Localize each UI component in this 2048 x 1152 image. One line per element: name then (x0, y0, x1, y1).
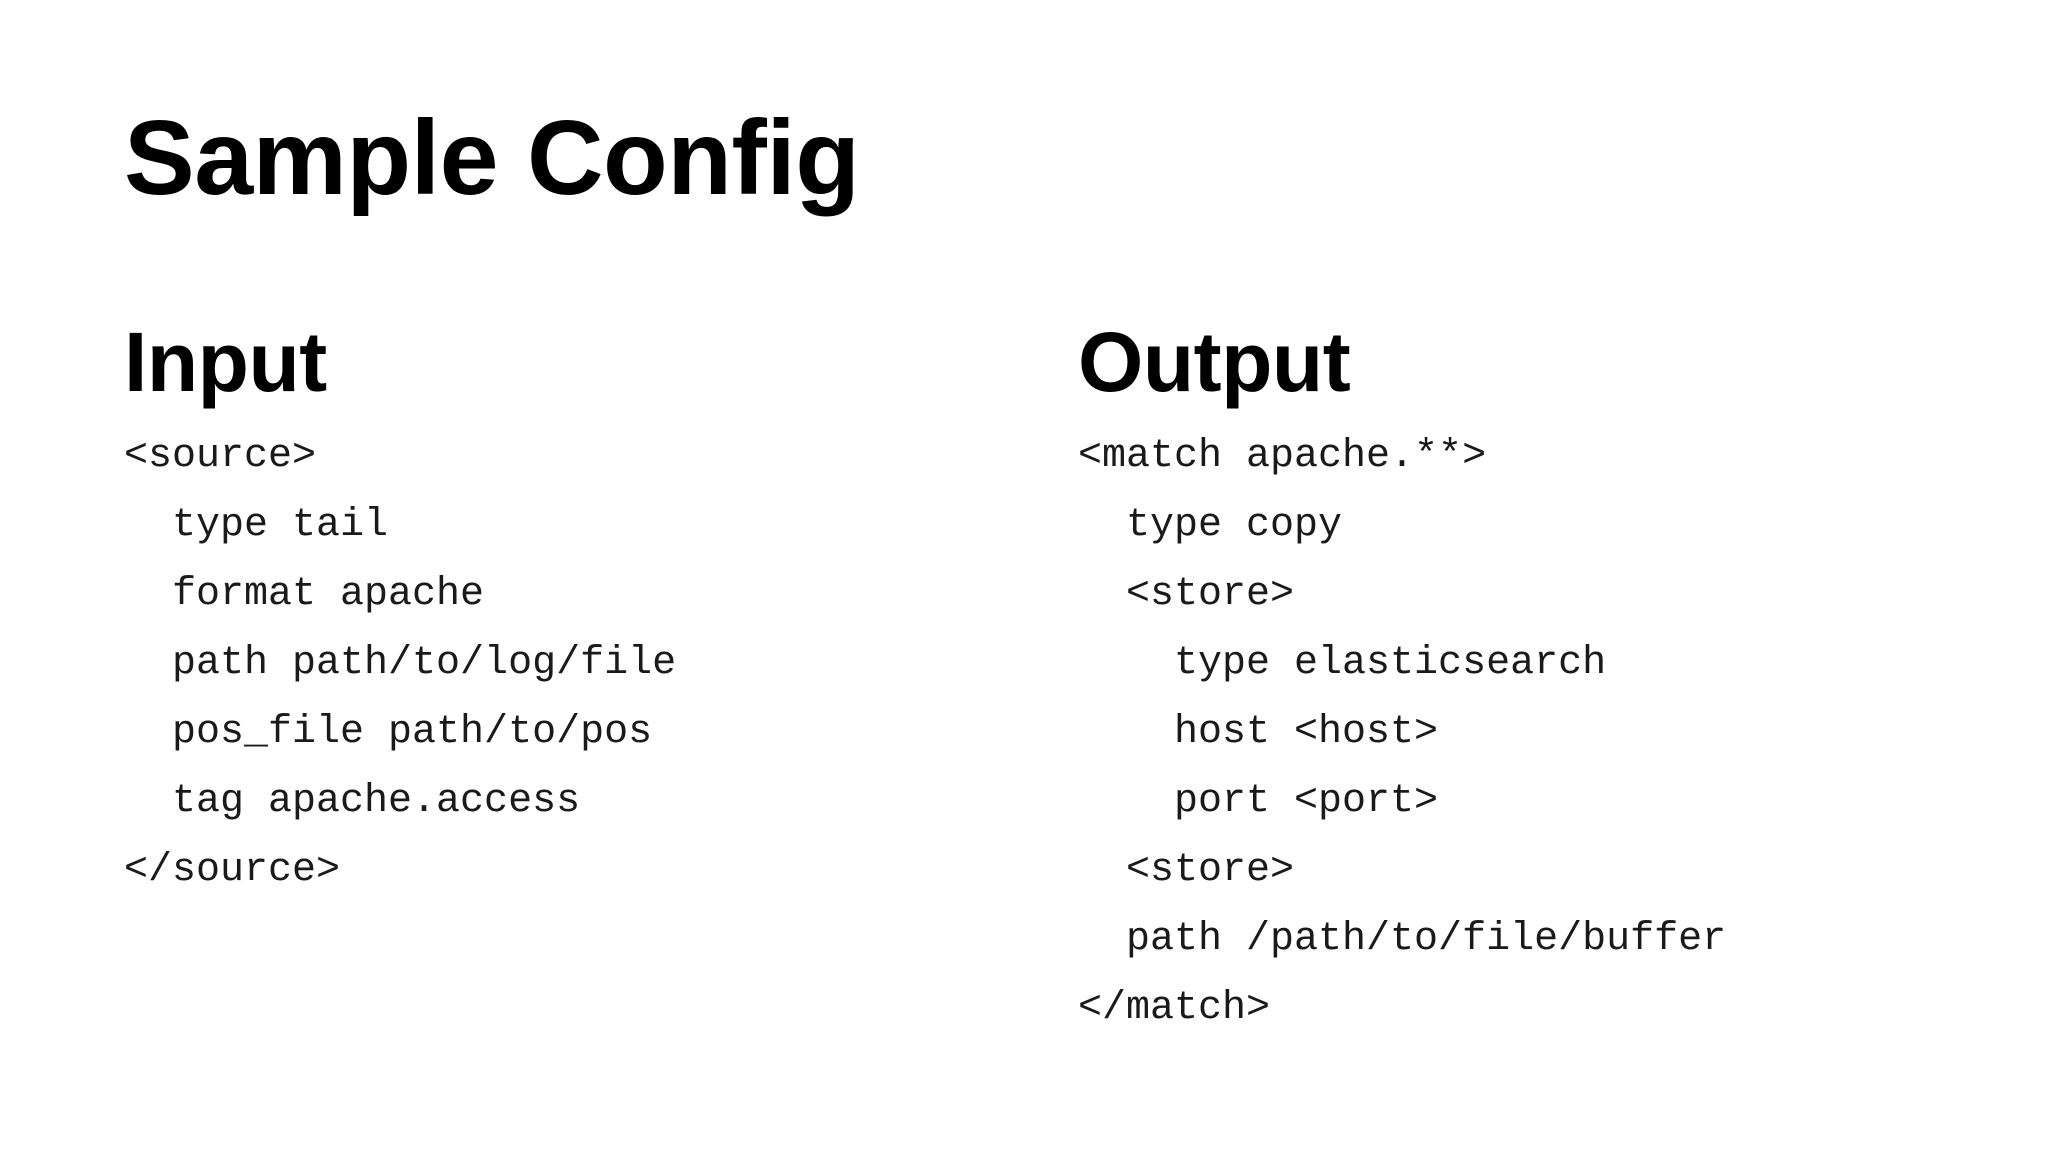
code-line: <source> (124, 434, 317, 479)
code-line: tag apache.access (124, 779, 581, 824)
code-line: <store> (1078, 572, 1295, 617)
code-line: <store> (1078, 848, 1295, 893)
code-line: path path/to/log/file (124, 641, 677, 686)
output-heading: Output (1078, 315, 1351, 409)
input-code-block: <source> type tail format apache path pa… (124, 422, 676, 905)
code-line: pos_file path/to/pos (124, 710, 653, 755)
code-line: host <host> (1078, 710, 1439, 755)
output-column: Output <match apache.**> type copy <stor… (1078, 316, 1726, 1043)
code-line: port <port> (1078, 779, 1439, 824)
code-line: </source> (124, 848, 341, 893)
code-line: </match> (1078, 986, 1271, 1031)
code-line: type copy (1078, 503, 1343, 548)
input-heading: Input (124, 315, 327, 409)
code-line: format apache (124, 572, 485, 617)
code-line: type tail (124, 503, 389, 548)
output-code-block: <match apache.**> type copy <store> type… (1078, 422, 1726, 1043)
code-line: <match apache.**> (1078, 434, 1487, 479)
code-line: type elasticsearch (1078, 641, 1607, 686)
input-column: Input <source> type tail format apache p… (124, 316, 676, 905)
code-line: path /path/to/file/buffer (1078, 917, 1727, 962)
slide-title: Sample Config (124, 99, 860, 217)
